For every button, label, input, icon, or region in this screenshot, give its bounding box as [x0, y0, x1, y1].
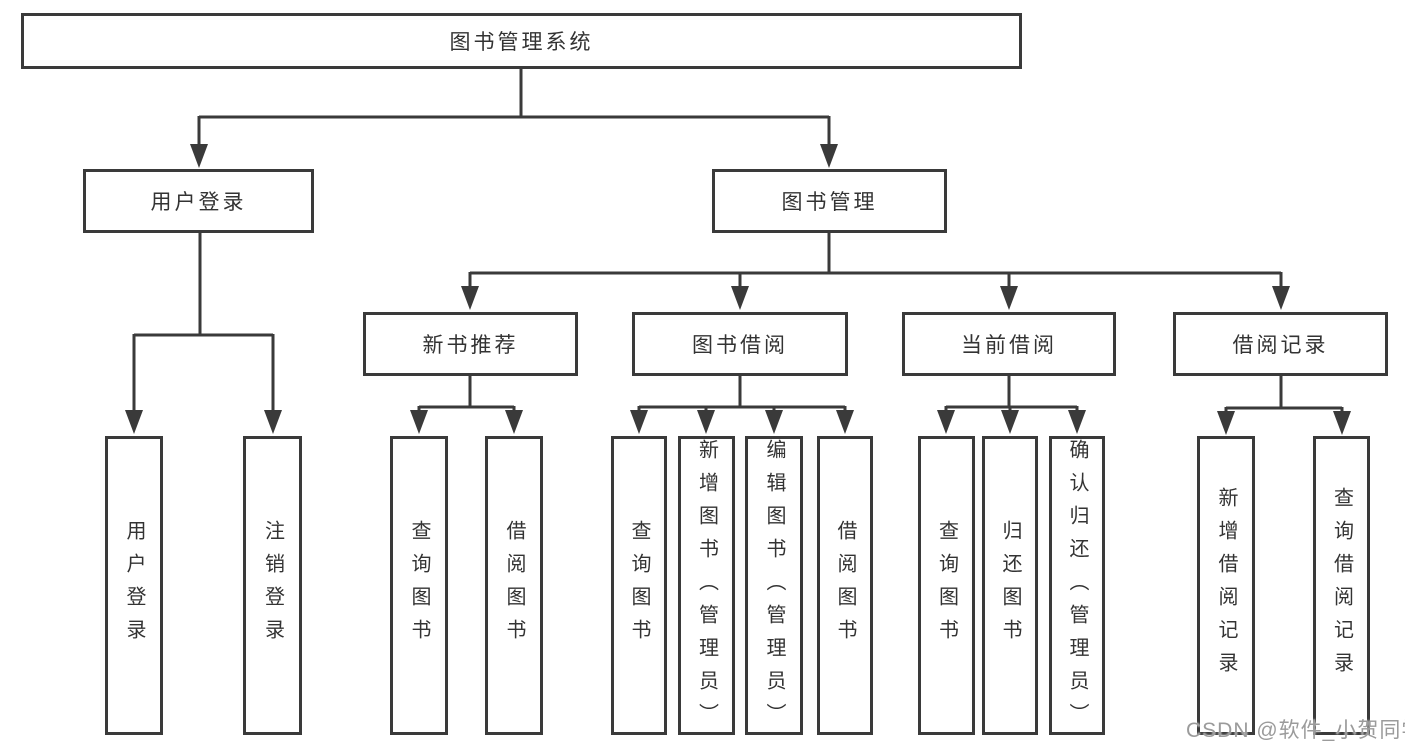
- leaf-logout: 注销登录: [243, 436, 302, 735]
- leaf-add-books-admin: 新增图书（管理员）: [678, 436, 735, 736]
- leaf-user-login: 用户登录: [105, 436, 163, 735]
- node-label: 用户登录: [123, 519, 145, 652]
- csdn-watermark: CSDN @软件_小贺同学: [1186, 719, 1405, 742]
- leaf-confirm-return-admin: 确认归还（管理员）: [1049, 436, 1105, 736]
- leaf-edit-books-admin: 编辑图书（管理员）: [745, 436, 803, 736]
- leaf-return-books: 归还图书: [982, 436, 1038, 735]
- node-label: 当前借阅: [961, 334, 1057, 357]
- leaf-query-books-borrowing: 查询图书: [611, 436, 667, 735]
- node-library-management-system: 图书管理系统: [21, 13, 1022, 69]
- leaf-borrow-books-recommend: 借阅图书: [485, 436, 543, 735]
- node-label: 图书管理系统: [449, 31, 594, 54]
- leaf-query-books-recommend: 查询图书: [390, 436, 448, 735]
- node-label: 查询图书: [408, 519, 430, 652]
- leaf-add-borrow-record: 新增借阅记录: [1197, 436, 1255, 735]
- node-book-borrowing: 图书借阅: [632, 312, 848, 376]
- node-label: 借阅图书: [834, 519, 856, 652]
- arrowheads: [125, 144, 1351, 435]
- node-label: 新增图书（管理员）: [695, 439, 718, 736]
- node-label: 图书借阅: [692, 334, 788, 357]
- leaf-query-borrow-record: 查询借阅记录: [1313, 436, 1370, 735]
- node-label: 查询图书: [628, 519, 650, 652]
- node-borrowing-records: 借阅记录: [1173, 312, 1388, 376]
- node-book-management: 图书管理: [712, 169, 947, 233]
- leaf-query-books-current: 查询图书: [918, 436, 975, 735]
- node-label: 图书管理: [781, 191, 878, 214]
- leaf-borrow-books-borrowing: 借阅图书: [817, 436, 873, 735]
- node-label: 用户登录: [150, 191, 247, 214]
- node-label: 借阅记录: [1232, 334, 1329, 357]
- node-label: 归还图书: [999, 519, 1021, 652]
- node-label: 确认归还（管理员）: [1066, 439, 1088, 736]
- node-label: 编辑图书（管理员）: [763, 439, 785, 736]
- node-new-book-recommendation: 新书推荐: [363, 312, 578, 376]
- node-current-borrowing: 当前借阅: [902, 312, 1116, 376]
- node-label: 借阅图书: [503, 519, 525, 652]
- node-label: 新书推荐: [422, 334, 519, 357]
- node-label: 注销登录: [261, 519, 284, 652]
- node-label: 新增借阅记录: [1215, 486, 1237, 685]
- node-label: 查询图书: [935, 519, 958, 652]
- node-label: 查询借阅记录: [1330, 486, 1353, 685]
- node-user-login: 用户登录: [83, 169, 314, 233]
